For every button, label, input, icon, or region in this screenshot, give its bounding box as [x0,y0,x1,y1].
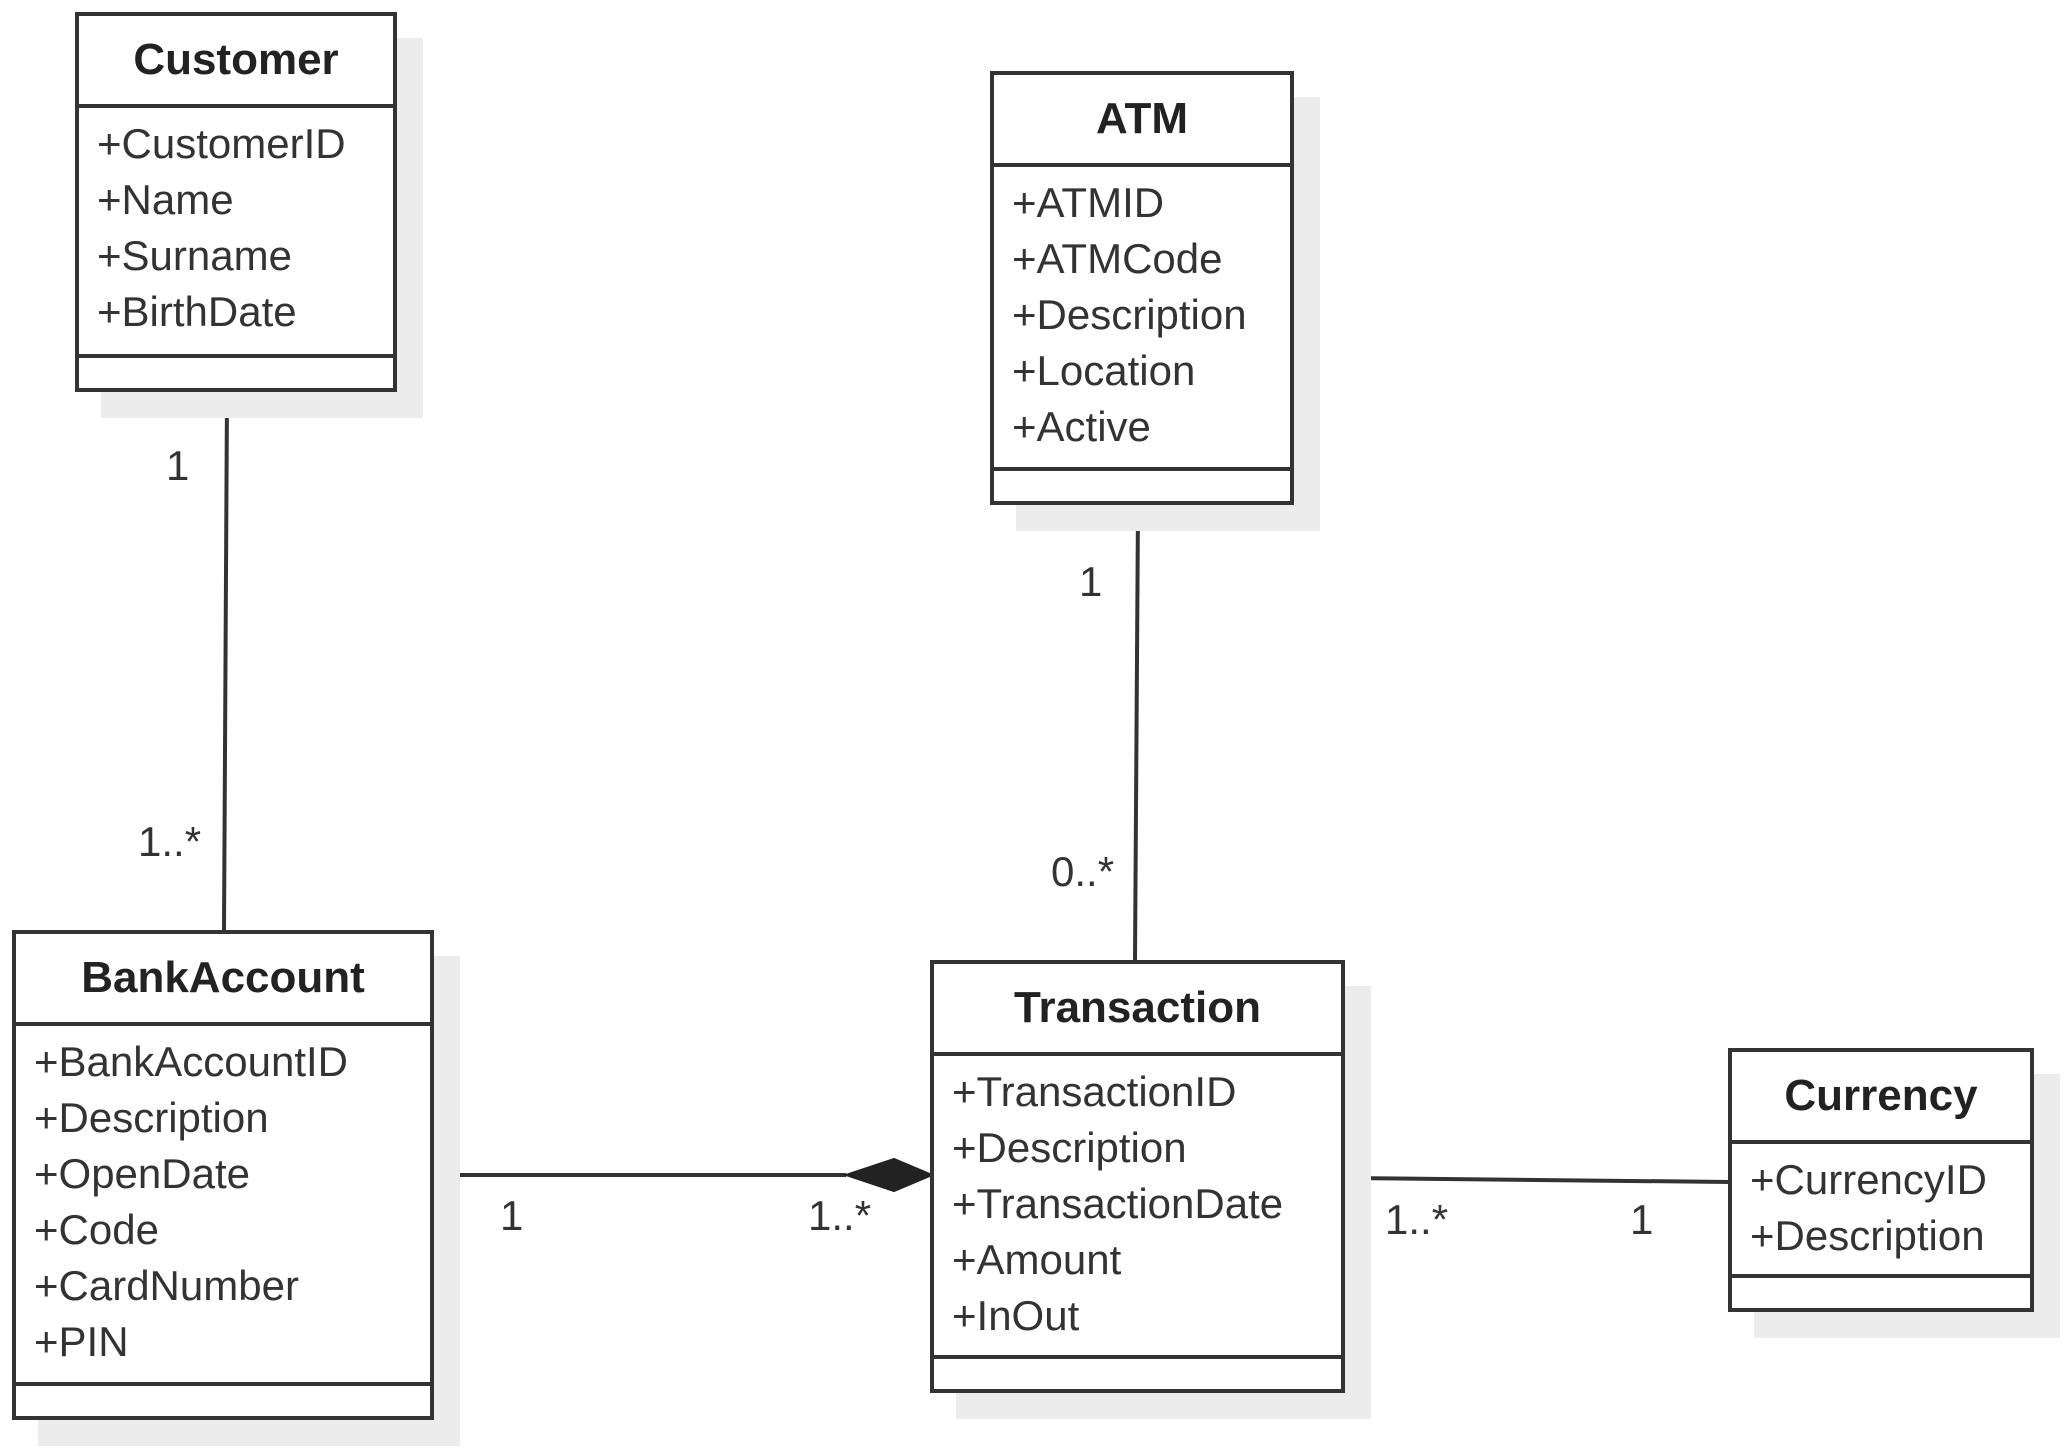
class-bankaccount[interactable]: BankAccount +BankAccountID +Description … [12,930,434,1420]
customer-bankaccount-line [222,394,229,931]
operations-compartment [16,1382,430,1416]
attribute: +CardNumber [34,1262,299,1309]
multiplicity-transaction-side-atm: 0..* [1051,848,1115,895]
attribute: +Active [1012,403,1151,450]
class-atm[interactable]: ATM +ATMID +ATMCode +Description +Locati… [990,71,1294,505]
attribute-list: +TransactionID +Description +Transaction… [934,1056,1341,1355]
attribute-list: +BankAccountID +Description +OpenDate +C… [16,1026,430,1382]
class-name: ATM [994,75,1290,167]
class-name: BankAccount [16,934,430,1026]
attribute: +Amount [952,1236,1122,1283]
multiplicity-transaction-side-currency: 1..* [1385,1196,1449,1243]
operations-compartment [79,354,393,388]
attribute: +Code [34,1206,159,1253]
attribute: +Description [1012,291,1247,338]
multiplicity-bankaccount-composition: 1 [500,1192,524,1239]
multiplicity-atm-side: 1 [1079,558,1103,605]
operations-compartment [994,467,1290,501]
attribute: +Name [97,176,234,223]
attribute: +TransactionDate [952,1180,1284,1227]
multiplicity-customer-side: 1 [166,442,190,489]
attribute: +BirthDate [97,288,297,335]
class-name: Transaction [934,964,1341,1056]
attribute: +Location [1012,347,1196,394]
multiplicity-transaction-composition: 1..* [808,1192,872,1239]
class-currency[interactable]: Currency +CurrencyID +Description [1728,1048,2034,1312]
attribute: +Description [952,1124,1187,1171]
operations-compartment [1732,1274,2030,1308]
atm-transaction-line [1133,506,1140,961]
attribute: +BankAccountID [34,1038,349,1085]
class-name: Customer [79,16,393,108]
attribute: +PIN [34,1318,129,1365]
composition-diamond-icon [842,1157,935,1193]
attribute: +ATMCode [1012,235,1223,282]
attribute: +Description [1750,1212,1985,1259]
multiplicity-bankaccount-side: 1..* [138,818,202,865]
attribute: +OpenDate [34,1150,250,1197]
attribute: +CurrencyID [1750,1156,1987,1203]
class-customer[interactable]: Customer +CustomerID +Name +Surname +Bir… [75,12,397,392]
operations-compartment [934,1355,1341,1389]
multiplicity-currency-side: 1 [1630,1196,1654,1243]
attribute: +InOut [952,1292,1080,1339]
attribute: +CustomerID [97,120,346,167]
attribute: +ATMID [1012,179,1165,226]
attribute-list: +CurrencyID +Description [1732,1144,2030,1274]
attribute: +TransactionID [952,1068,1237,1115]
class-transaction[interactable]: Transaction +TransactionID +Description … [930,960,1345,1393]
attribute: +Surname [97,232,292,279]
attribute-list: +CustomerID +Name +Surname +BirthDate [79,108,393,354]
class-name: Currency [1732,1052,2030,1144]
attribute-list: +ATMID +ATMCode +Description +Location +… [994,167,1290,467]
transaction-currency-line [1344,1176,1731,1184]
attribute: +Description [34,1094,269,1141]
